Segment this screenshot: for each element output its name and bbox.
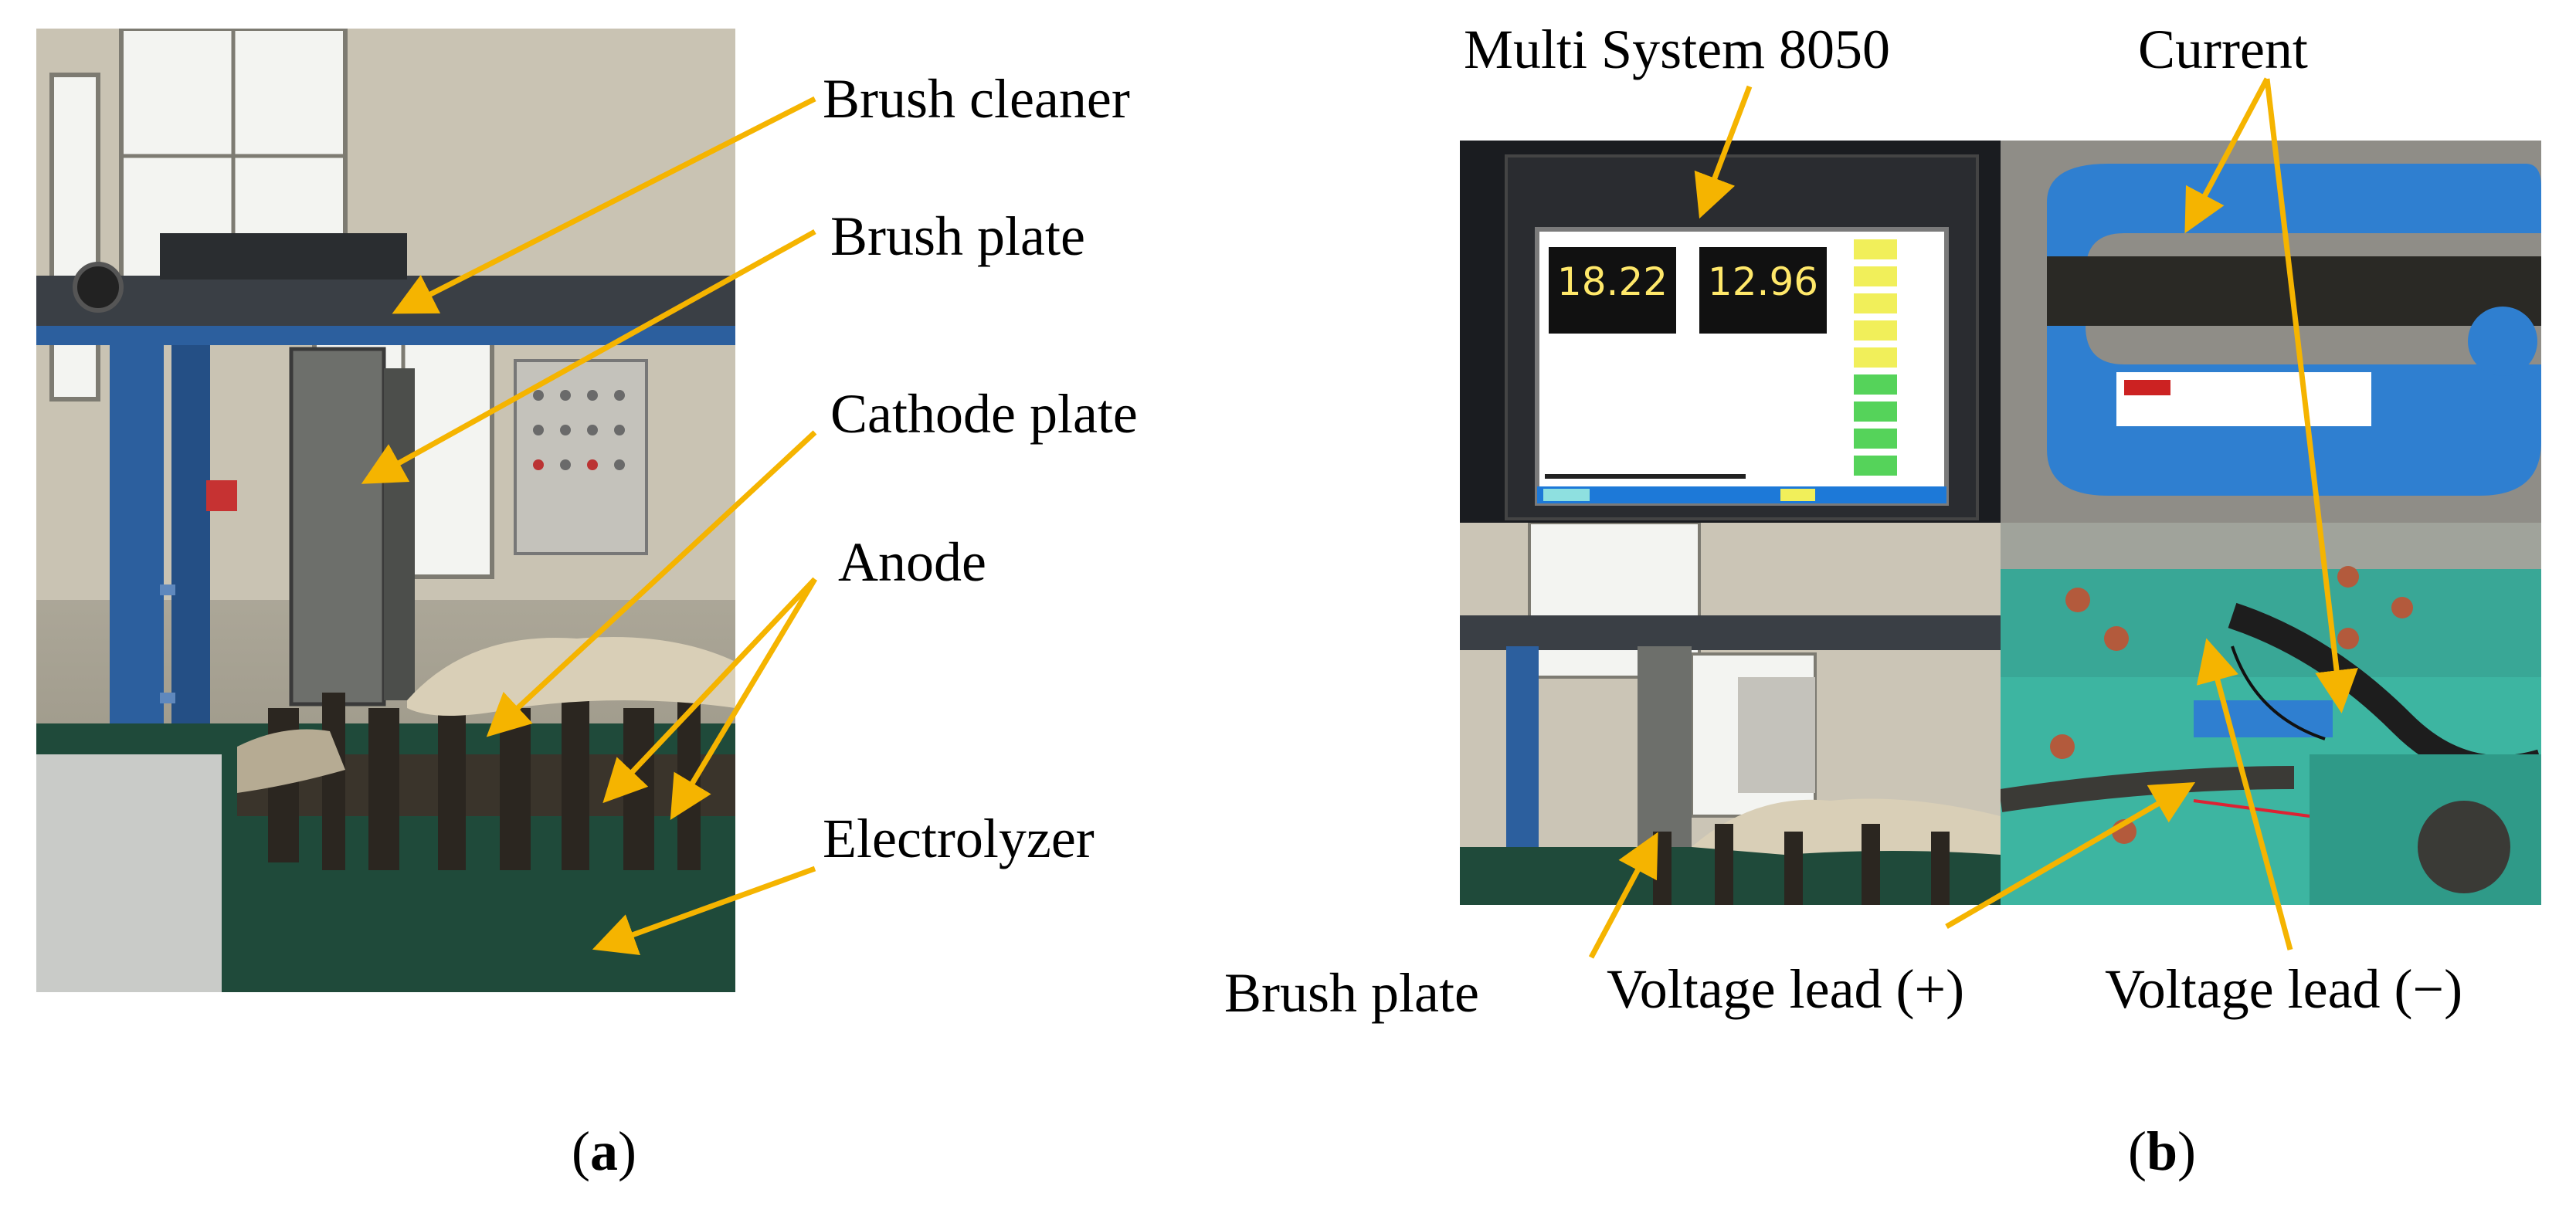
label-electrolyzer: Electrolyzer	[823, 808, 1095, 869]
caption-panel-b: (b)	[2128, 1120, 2197, 1182]
caption-b-letter: b	[2146, 1120, 2178, 1182]
label-voltage-minus: Voltage lead (−)	[2105, 958, 2463, 1020]
label-cathode-plate: Cathode plate	[830, 383, 1138, 445]
caption-a-letter: a	[589, 1120, 618, 1182]
panel-b-multisystem-photo: 18.22 12.96	[1460, 141, 2001, 523]
caption-panel-a: (a)	[572, 1120, 636, 1182]
control-cabinet	[514, 359, 648, 555]
label-anode: Anode	[838, 531, 986, 593]
brush-plate	[289, 347, 386, 706]
label-multi-system: Multi System 8050	[1464, 19, 1891, 80]
panel-a-photo	[36, 29, 735, 992]
panel-b-voltage-leads-photo	[2001, 523, 2541, 905]
screen-value-left: 18.22	[1556, 259, 1668, 304]
label-voltage-plus: Voltage lead (+)	[1607, 958, 1965, 1020]
label-brush-plate-b: Brush plate	[1224, 962, 1479, 1024]
label-brush-cleaner: Brush cleaner	[823, 68, 1130, 130]
label-current: Current	[2138, 19, 2308, 80]
label-brush-plate-a: Brush plate	[830, 205, 1085, 267]
panel-b-current-clamp-photo	[2001, 141, 2541, 523]
clamp-blue-on-bar	[2194, 700, 2333, 737]
gantry-beam	[36, 276, 735, 330]
screen-value-right: 12.96	[1707, 259, 1819, 304]
panel-b-brush-plate-photo	[1460, 523, 2001, 905]
